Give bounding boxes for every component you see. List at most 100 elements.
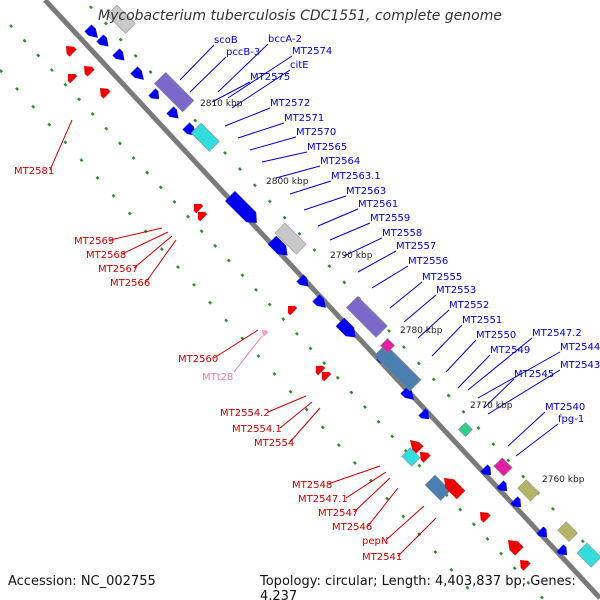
plus-label-25: MT2544 bbox=[560, 342, 600, 353]
label-leaders bbox=[49, 43, 561, 557]
tick-mark-8 bbox=[117, 141, 122, 146]
tick-mark-13 bbox=[186, 214, 190, 219]
plus-gene-arrow-8 bbox=[267, 235, 288, 256]
tick-mark-11 bbox=[158, 185, 163, 190]
scale-label-5: 2760 kbp bbox=[542, 475, 585, 485]
tick-mark-96 bbox=[336, 443, 341, 448]
minus-leader-0 bbox=[49, 119, 73, 171]
plus-gene-arrow-9-shape bbox=[296, 274, 309, 287]
feature-box-olive-2 bbox=[557, 521, 578, 542]
tick-mark-102 bbox=[433, 550, 438, 554]
plus-gene-arrow-9 bbox=[296, 274, 309, 287]
plus-gene-arrow-11-shape bbox=[335, 317, 356, 338]
tick-mark-14 bbox=[199, 229, 204, 234]
plus-gene-arrow-16-shape bbox=[496, 480, 508, 492]
minus-gene-arrow-7-shape bbox=[315, 365, 326, 376]
tick-mark-68 bbox=[506, 458, 511, 463]
feature-box-cyan-2-shape bbox=[576, 542, 600, 568]
tick-mark-87 bbox=[192, 282, 196, 287]
plus-gene-arrow-5-shape bbox=[166, 106, 179, 119]
tick-mark-18 bbox=[254, 287, 258, 292]
tick-mark-88 bbox=[208, 300, 213, 305]
plus-gene-arrow-17 bbox=[510, 496, 522, 508]
tick-mark-95 bbox=[320, 425, 325, 430]
trna-arrow bbox=[262, 330, 269, 337]
tick-mark-60 bbox=[387, 328, 391, 333]
minus-gene-arrow-5 bbox=[197, 211, 208, 222]
plus-leader-12 bbox=[303, 195, 347, 211]
plus-label-22: MT2550 bbox=[476, 330, 516, 341]
plus-leader-10 bbox=[275, 165, 321, 179]
plus-leader-15 bbox=[343, 237, 383, 257]
minus-gene-arrow-2 bbox=[100, 88, 111, 99]
plus-leader-9 bbox=[261, 151, 308, 163]
plus-leader-28 bbox=[507, 411, 546, 447]
tick-mark-52 bbox=[267, 199, 272, 204]
plus-gene-arrow-1 bbox=[96, 34, 109, 47]
feature-box-green-1-shape bbox=[458, 422, 473, 437]
feature-box-purple-2-shape bbox=[345, 295, 388, 338]
plus-leader-5 bbox=[211, 81, 251, 103]
tick-mark-43 bbox=[133, 53, 138, 58]
plus-leader-6 bbox=[224, 107, 271, 127]
minus-gene-arrow-11-shape bbox=[444, 478, 466, 500]
feature-box-olive-2-shape bbox=[557, 521, 578, 542]
tick-mark-25 bbox=[349, 390, 354, 395]
minus-gene-arrow-13-shape bbox=[508, 540, 524, 556]
tick-mark-3 bbox=[49, 68, 54, 73]
tick-mark-93 bbox=[288, 389, 293, 394]
minus-gene-arrow-8 bbox=[321, 371, 332, 382]
minus-leader-3 bbox=[133, 235, 173, 269]
plus-leader-20 bbox=[417, 309, 450, 339]
tick-mark-36 bbox=[499, 551, 504, 556]
minus-label-14: MT2541 bbox=[362, 552, 402, 563]
plus-label-18: MT2555 bbox=[422, 272, 462, 283]
tick-mark-40 bbox=[88, 5, 93, 10]
plus-label-28: MT2540 bbox=[545, 402, 585, 413]
tick-mark-21 bbox=[294, 331, 299, 336]
plus-gene-arrow-11 bbox=[335, 317, 356, 338]
minus-leader-11 bbox=[353, 477, 391, 513]
tick-mark-77 bbox=[31, 104, 36, 109]
scale-label-0: 2810 kbp bbox=[200, 99, 243, 109]
tick-mark-20 bbox=[281, 317, 286, 322]
scale-label-2: 2790 kbp bbox=[330, 251, 373, 261]
tick-mark-2 bbox=[36, 53, 41, 58]
tick-mark-83 bbox=[127, 211, 132, 216]
plus-label-12: MT2563 bbox=[346, 186, 386, 197]
tick-mark-41 bbox=[103, 21, 108, 26]
minus-gene-arrow-10-shape bbox=[420, 452, 431, 463]
minus-gene-arrow-12-shape bbox=[480, 512, 491, 523]
minus-gene-arrow-9-shape bbox=[410, 440, 424, 454]
plus-label-15: MT2558 bbox=[382, 228, 422, 239]
plus-label-27: MT2543 bbox=[560, 360, 600, 371]
plus-label-19: MT2553 bbox=[436, 285, 476, 296]
tick-mark-56 bbox=[327, 264, 332, 269]
minus-label-4: MT2566 bbox=[110, 278, 150, 289]
plus-gene-arrow-3 bbox=[130, 66, 144, 80]
plus-gene-arrow-18 bbox=[536, 526, 548, 538]
tick-mark-50 bbox=[238, 167, 242, 172]
plus-label-5: MT2575 bbox=[250, 72, 290, 83]
plus-gene-arrow-0 bbox=[84, 24, 98, 38]
plus-label-0: scoB bbox=[214, 35, 238, 46]
tick-mark-80 bbox=[79, 158, 84, 163]
trna-arrow-shape bbox=[262, 330, 269, 337]
minus-label-7: MT2554.1 bbox=[232, 424, 282, 435]
tick-mark-33 bbox=[458, 507, 463, 512]
feature-box-cyan-3 bbox=[401, 447, 421, 467]
plus-leader-3 bbox=[227, 55, 293, 99]
minus-gene-arrow-1-shape bbox=[84, 66, 95, 77]
tick-mark-81 bbox=[95, 176, 100, 180]
plus-label-26: MT2545 bbox=[514, 369, 554, 380]
minus-gene-arrow-13 bbox=[508, 540, 524, 556]
plus-label-24: MT2547.2 bbox=[532, 328, 582, 339]
minus-gene-arrow-3-shape bbox=[67, 73, 78, 84]
minus-label-9: MT2548 bbox=[292, 480, 332, 491]
plus-label-1: pccB-3 bbox=[226, 47, 260, 58]
plus-leader-16 bbox=[357, 250, 397, 273]
plus-label-29: fpg-1 bbox=[558, 414, 584, 425]
minus-leader-13 bbox=[385, 505, 425, 541]
tick-mark-63 bbox=[431, 377, 436, 382]
